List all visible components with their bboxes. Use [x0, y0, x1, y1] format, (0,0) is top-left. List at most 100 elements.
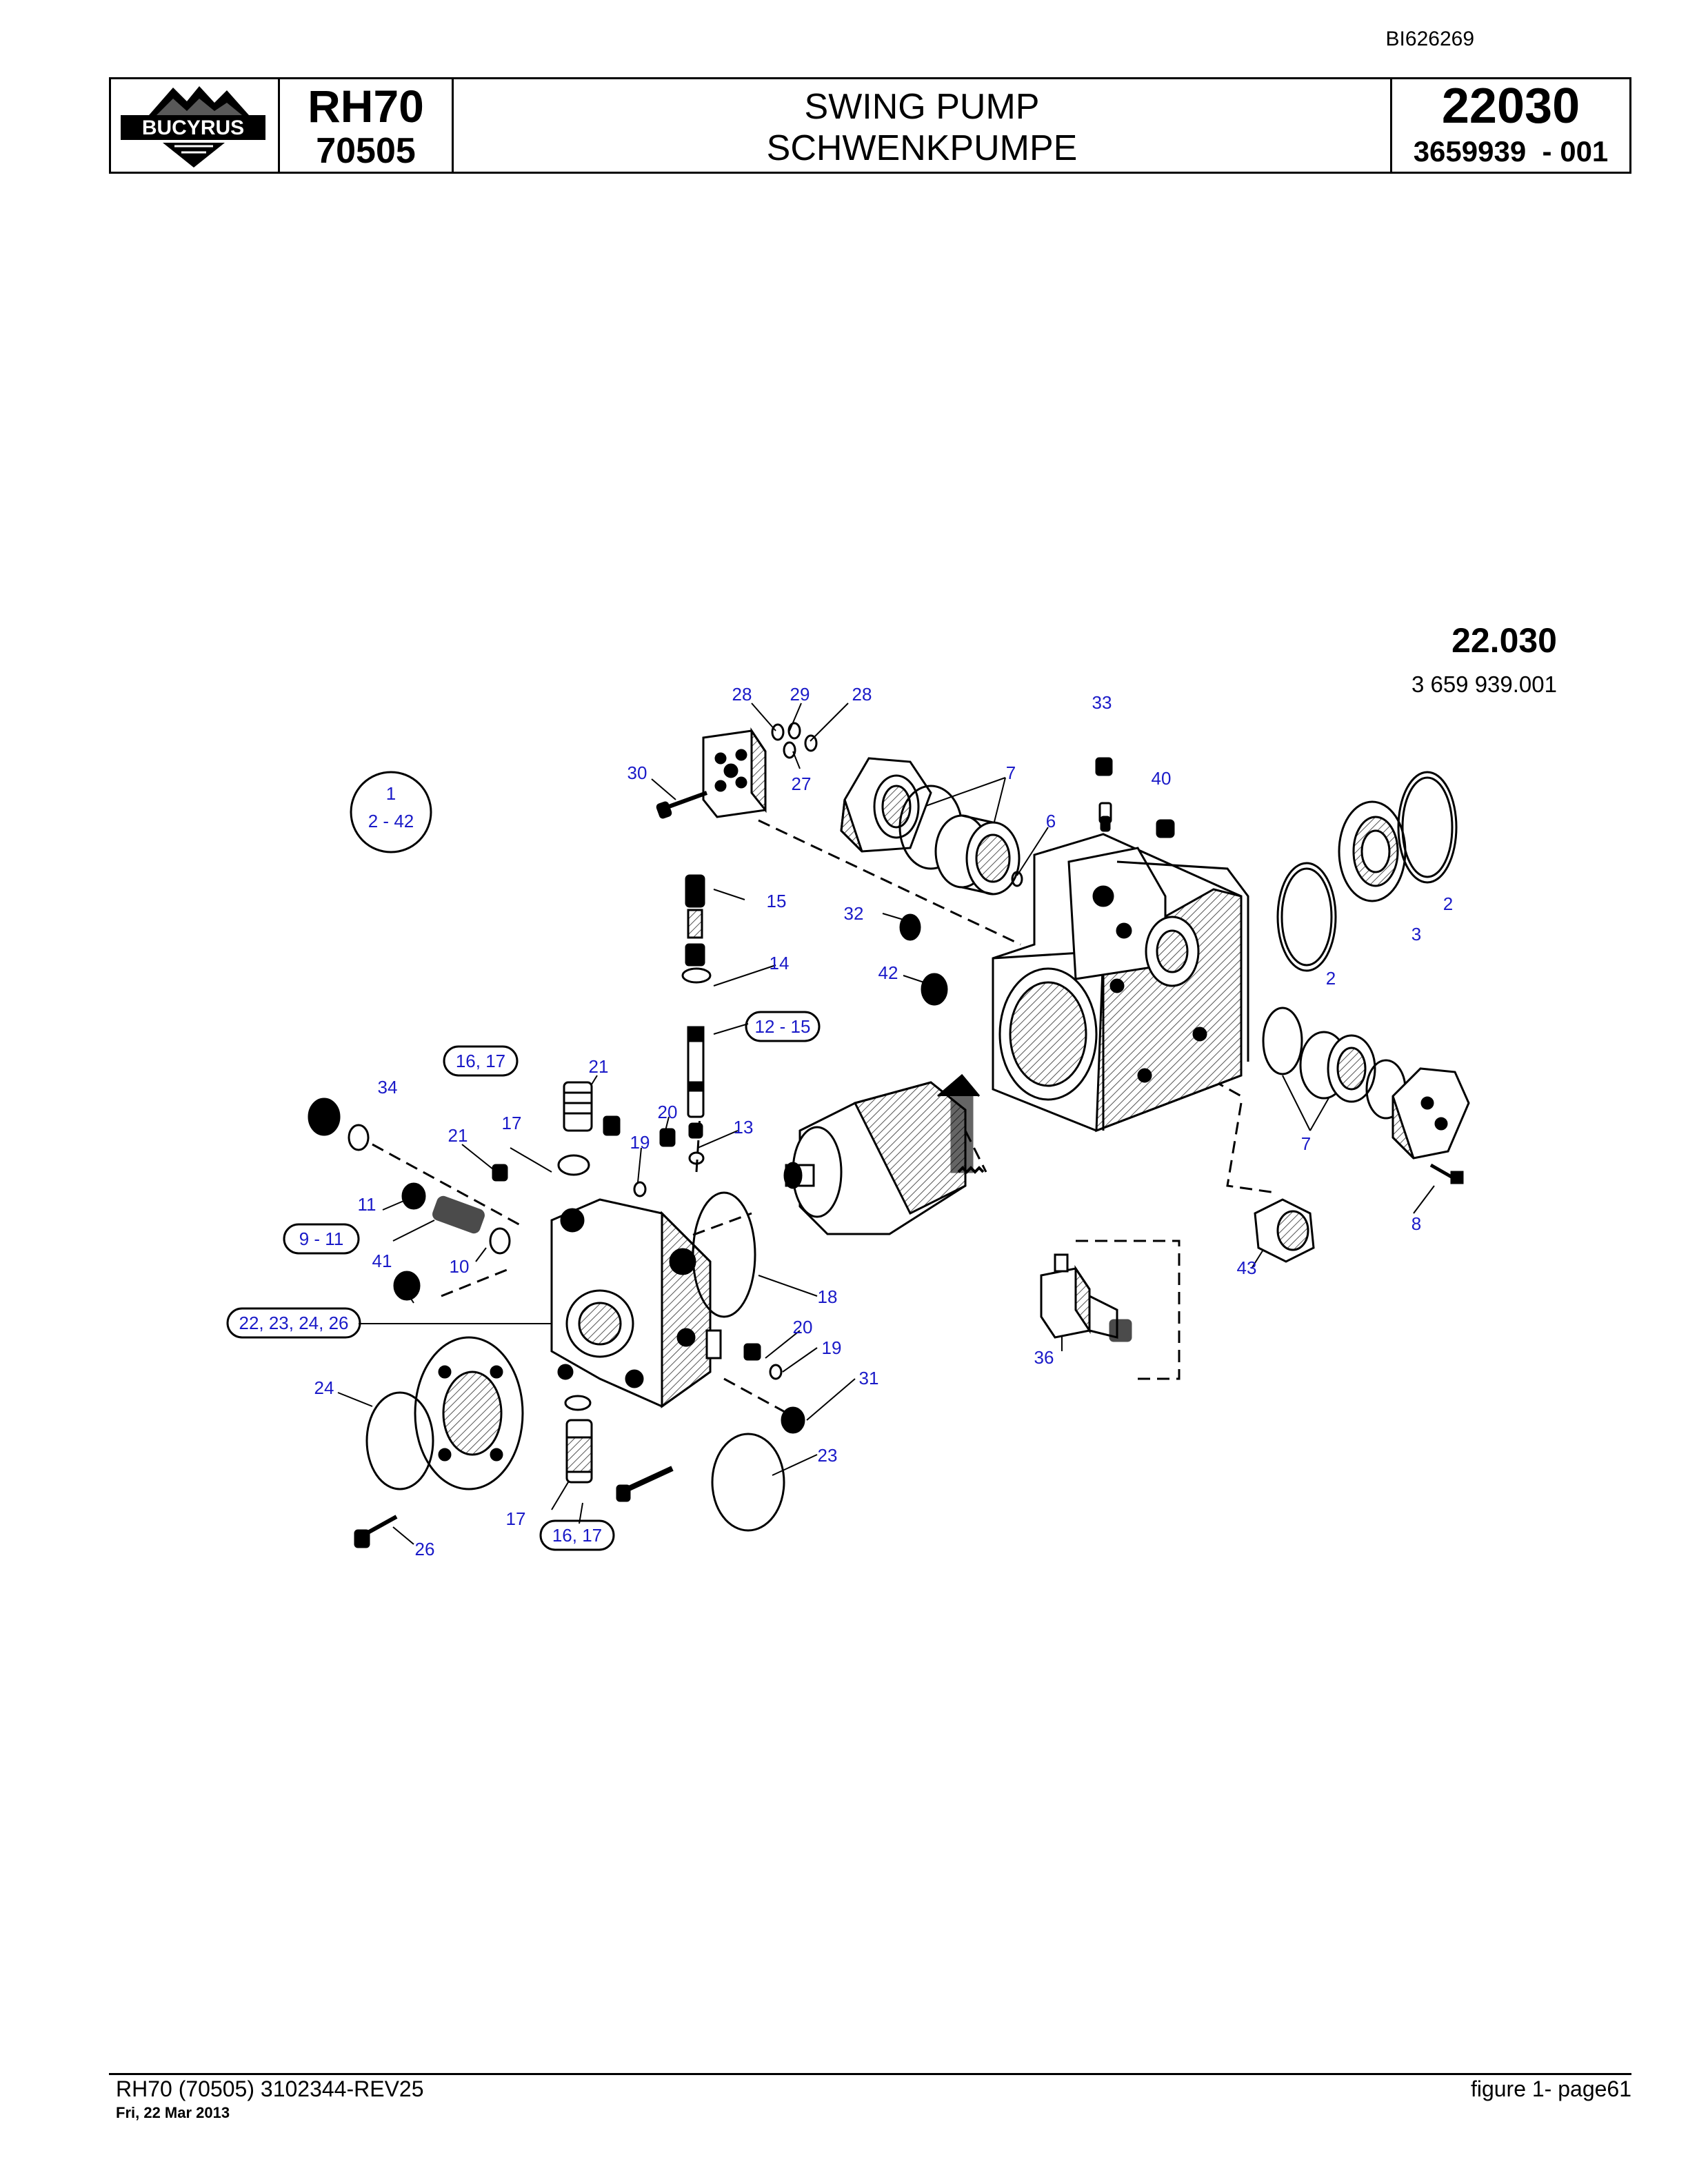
callout-18: 18 [818, 1286, 838, 1307]
figure-group-number: 22.030 [1451, 621, 1557, 660]
footer-document-ref: RH70 (70505) 3102344-REV25 [116, 2076, 424, 2101]
plug-32 [899, 913, 921, 941]
part-number: 3659939 - 001 [1413, 135, 1609, 168]
callout-42: 42 [878, 962, 898, 983]
callout-labels: 28 29 28 27 30 33 7 40 6 2 3 2 15 32 14 … [239, 684, 1453, 1559]
callout-12-15: 12 - 15 [755, 1016, 811, 1037]
callout-21a: 21 [589, 1056, 609, 1077]
model-cell: RH70 70505 [280, 79, 454, 172]
callout-26: 26 [415, 1539, 435, 1559]
plug-20-top [659, 1128, 676, 1147]
callout-13: 13 [734, 1117, 754, 1138]
callout-32: 32 [844, 903, 864, 924]
callout-24: 24 [314, 1377, 334, 1398]
figure-part-number: 3 659 939.001 [1411, 671, 1557, 697]
assembly-callout: 1 2 - 42 [350, 771, 432, 853]
svg-text:BUCYRUS: BUCYRUS [142, 117, 244, 139]
callout-boxes [226, 1011, 821, 1551]
callout-11: 11 [358, 1194, 376, 1215]
o-ring-6 [1011, 871, 1023, 887]
plug-33 [1095, 757, 1113, 832]
bolt-30 [656, 791, 708, 819]
spring [957, 1166, 985, 1174]
flange-cover-top [840, 757, 932, 853]
callout-20a: 20 [658, 1102, 678, 1122]
callout-20b: 20 [793, 1317, 813, 1337]
callout-27: 27 [792, 774, 812, 794]
o-ring-34 [348, 1124, 370, 1151]
snap-ring-2-right [1397, 771, 1458, 884]
callout-2a: 2 [1443, 893, 1453, 914]
footer-page-ref: figure 1- page61 [1470, 2076, 1631, 2101]
bearing-right [1299, 1031, 1376, 1103]
plug-43 [1254, 1198, 1315, 1263]
callout-9-11: 9 - 11 [299, 1228, 344, 1249]
cover-plate [702, 727, 767, 818]
callout-31: 31 [859, 1368, 879, 1388]
logo-cell: BUCYRUS [111, 79, 280, 172]
callout-16-17a: 16, 17 [456, 1051, 505, 1071]
snap-ring-2-left-inner [1280, 867, 1333, 967]
snap-ring-2-left [1276, 862, 1337, 972]
title-english: SWING PUMP [804, 87, 1040, 127]
plug-40 [1156, 819, 1175, 838]
callout-8: 8 [1411, 1213, 1421, 1234]
callout-22-26: 22, 23, 24, 26 [239, 1313, 348, 1333]
callout-34: 34 [378, 1077, 398, 1098]
footer-rule [109, 2073, 1631, 2075]
callout-15: 15 [767, 891, 787, 911]
callout-29: 29 [790, 684, 810, 705]
rotary-group [783, 1073, 981, 1235]
callout-17a: 17 [502, 1113, 522, 1133]
callout-3: 3 [1411, 924, 1421, 944]
callout-43: 43 [1237, 1257, 1257, 1278]
o-ring-19-bottom [769, 1364, 783, 1380]
callout-19a: 19 [630, 1132, 650, 1153]
callout-7a: 7 [1006, 762, 1016, 783]
shaft-seal-3 [1338, 800, 1407, 902]
group-number: 22030 [1441, 79, 1580, 134]
o-ring-23 [711, 1433, 785, 1532]
callout-28a: 28 [732, 684, 752, 705]
assembly-callout-top: 1 [386, 783, 396, 804]
number-cell: 22030 3659939 - 001 [1392, 79, 1629, 172]
callout-14: 14 [770, 953, 790, 973]
plug-21-left [492, 1164, 508, 1182]
document-id: BI626269 [1385, 28, 1474, 50]
callout-41: 41 [372, 1251, 392, 1271]
assembly-callout-bottom: 2 - 42 [368, 811, 414, 831]
title-block: BUCYRUS RH70 70505 SWING PUMP SCHWENKPUM… [109, 77, 1631, 174]
callout-23: 23 [818, 1445, 838, 1466]
o-ring-24 [365, 1391, 434, 1490]
control-valve-piston [681, 874, 712, 1165]
small-o-rings [771, 722, 818, 759]
exploded-view-diagram: 1 2 - 42 28 29 28 27 30 33 7 40 6 2 3 2 … [226, 684, 1470, 1559]
callout-21b: 21 [448, 1125, 468, 1146]
callout-6: 6 [1046, 811, 1056, 831]
parts [308, 722, 1470, 1548]
screw-bottom [616, 1466, 674, 1502]
callout-30: 30 [627, 762, 647, 783]
plug-31 [781, 1406, 805, 1434]
flange-cover-right [1391, 1067, 1470, 1160]
callout-19b: 19 [822, 1337, 842, 1358]
valve-cartridge-bottom [564, 1395, 593, 1484]
callout-16-17b: 16, 17 [552, 1525, 602, 1546]
callout-28b: 28 [852, 684, 872, 705]
plug-20-bottom [743, 1343, 761, 1361]
plug-34 [308, 1098, 341, 1136]
bearing-sleeve [934, 814, 1021, 896]
plug-42 [921, 973, 948, 1006]
solenoid-valve-36 [1040, 1253, 1132, 1342]
callout-36: 36 [1034, 1347, 1054, 1368]
control-valve-body [550, 1198, 722, 1408]
flange-22 [414, 1336, 524, 1490]
callout-40: 40 [1152, 768, 1172, 789]
gasket-18 [692, 1191, 756, 1318]
callout-7b: 7 [1301, 1133, 1311, 1154]
pressure-valve [401, 1182, 511, 1255]
model-name: RH70 [308, 81, 424, 132]
bucyrus-logo: BUCYRUS [121, 86, 265, 168]
bolt-26 [354, 1515, 398, 1548]
callout-10: 10 [450, 1256, 470, 1277]
